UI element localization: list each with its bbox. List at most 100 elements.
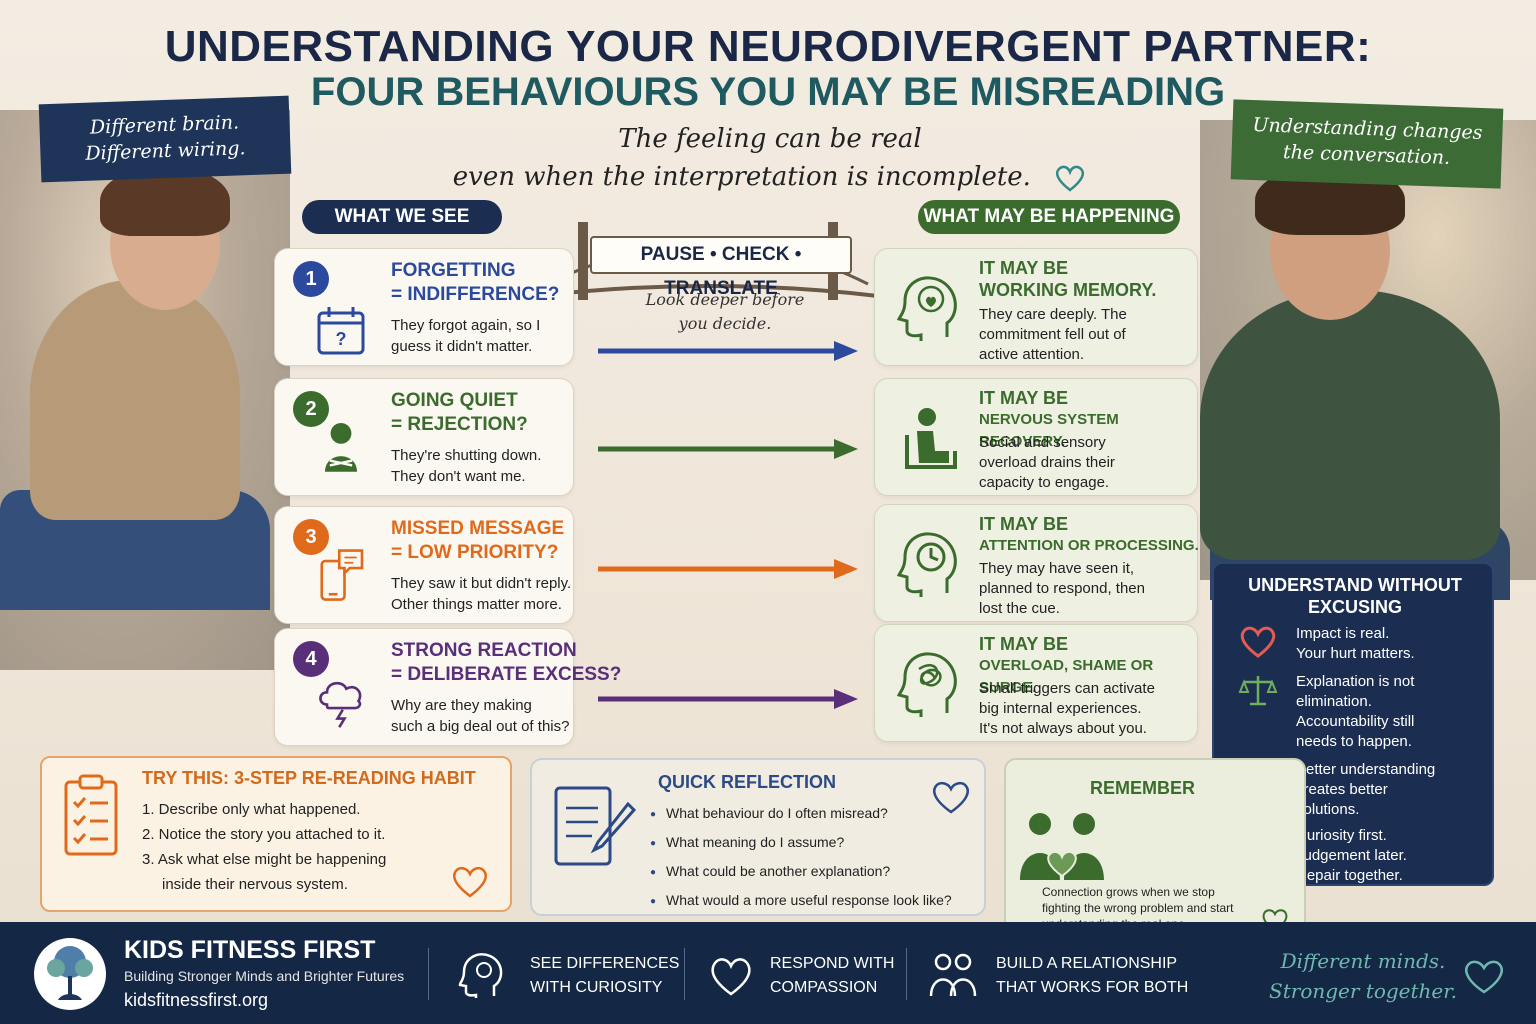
behaviour-title: MISSED MESSAGE= LOW PRIORITY? [391, 518, 565, 563]
notebook-pencil-icon [554, 786, 636, 866]
bridge-note: Look deeper before you decide. [620, 288, 830, 336]
phone-message-icon [320, 549, 364, 601]
behaviour-number: 1 [293, 261, 329, 297]
reflection-question: What could be another explanation? [650, 858, 980, 887]
people-icon [929, 953, 977, 997]
behaviour-text: They saw it but didn't reply.Other thing… [391, 575, 572, 613]
brush-banner-left: Different brain. Different wiring. [38, 95, 292, 183]
divider [906, 948, 907, 1000]
try-this-title: TRY THIS: 3-STEP RE-READING HABIT [142, 768, 476, 788]
remember-title: REMEMBER [1090, 778, 1196, 798]
arrow-2 [598, 439, 858, 459]
heart-icon [1056, 165, 1085, 192]
heart-icon [1240, 626, 1276, 658]
heart-icon [1465, 960, 1503, 994]
footer: KIDS FITNESS FIRST Building Stronger Min… [0, 922, 1536, 1024]
couple-heart-icon [1020, 813, 1104, 880]
tagline: The feeling can be real even when the in… [420, 120, 1120, 196]
head-clock-icon [897, 532, 957, 597]
tagline-line1: The feeling can be real [618, 124, 922, 154]
happening-text: They may have seen it,planned to respond… [979, 560, 1145, 617]
brand-name: KIDS FITNESS FIRST [124, 936, 376, 964]
heart-icon [453, 866, 487, 898]
quick-reflection-title: QUICK REFLECTION [658, 772, 836, 792]
divider [428, 948, 429, 1000]
heart-icon [711, 958, 751, 996]
step-3: 3. Ask what else might be happening [142, 851, 387, 868]
behaviour-card-3: 3 MISSED MESSAGE= LOW PRIORITY? They saw… [274, 506, 574, 624]
column-header-what-may-be-happening: WHAT MAY BE HAPPENING [918, 200, 1180, 234]
arrow-3 [598, 559, 858, 579]
behaviour-title: FORGETTING= INDIFFERENCE? [391, 260, 560, 305]
behaviour-card-2: 2 GOING QUIET= REJECTION? They're shutti… [274, 378, 574, 496]
person-resting-icon [905, 408, 957, 469]
tagline-line2: even when the interpretation is incomple… [420, 158, 1120, 196]
bridge-note-line2: you decide. [678, 314, 772, 333]
quick-reflection-panel: QUICK REFLECTION What behaviour do I oft… [530, 758, 986, 916]
withdrawn-person-icon [325, 423, 357, 472]
page-subtitle: FOUR BEHAVIOURS YOU MAY BE MISREADING [310, 70, 1226, 114]
footer-quote: Different minds.Stronger together. [1269, 949, 1457, 1003]
svg-text:?: ? [336, 329, 347, 349]
brain-heart-icon [897, 276, 957, 341]
step-1: 1. Describe only what happened. [142, 801, 361, 818]
scales-icon [1238, 676, 1278, 706]
behaviour-text: They're shutting down.They don't want me… [391, 447, 542, 485]
tangled-head-icon [897, 652, 957, 717]
brand-url[interactable]: kidsfitnessfirst.org [124, 990, 269, 1010]
reflection-question: What behaviour do I often misread? [650, 800, 980, 829]
behaviour-card-4: 4 STRONG REACTION= DELIBERATE EXCESS? Wh… [274, 628, 621, 746]
head-brain-icon [458, 953, 503, 998]
reflection-questions: What behaviour do I often misread? What … [650, 800, 980, 916]
calendar-icon: ? [317, 307, 365, 355]
brush-banner-right: Understanding changes the conversation. [1230, 99, 1504, 189]
behaviour-number: 2 [293, 391, 329, 427]
man-illustration-body [1200, 290, 1500, 560]
step-3-continued: inside their nervous system. [162, 876, 348, 893]
try-this-steps: 1. Describe only what happened. 2. Notic… [142, 798, 482, 898]
arrow-4 [598, 689, 858, 709]
try-this-panel: TRY THIS: 3-STEP RE-READING HABIT 1. Des… [40, 756, 512, 912]
bridge-note-line1: Look deeper before [645, 290, 805, 309]
storm-cloud-icon [319, 681, 362, 728]
arrow-1 [598, 341, 858, 361]
reflection-question: What meaning do I assume? [650, 829, 980, 858]
heart-icon [933, 781, 969, 814]
behaviour-title: GOING QUIET= REJECTION? [391, 390, 528, 435]
divider [684, 948, 685, 1000]
clipboard-checklist-icon [64, 774, 118, 856]
behaviour-number: 3 [293, 519, 329, 555]
brand-tagline: Building Stronger Minds and Brighter Fut… [124, 968, 405, 984]
behaviour-title: STRONG REACTION= DELIBERATE EXCESS? [391, 640, 622, 685]
column-header-what-we-see: WHAT WE SEE [302, 200, 502, 234]
behaviour-number: 4 [293, 641, 329, 677]
heart-icon [1262, 909, 1288, 933]
tree-logo-icon [34, 938, 106, 1010]
woman-illustration-body [30, 280, 240, 520]
behaviour-card-1: 1 ? FORGETTING= INDIFFERENCE? They forgo… [274, 248, 574, 366]
step-2: 2. Notice the story you attached to it. [142, 826, 386, 843]
reflection-question: What would a more useful response look l… [650, 887, 980, 916]
bridge-sign: PAUSE • CHECK • TRANSLATE [590, 236, 852, 299]
page-title: UNDERSTANDING YOUR NEURODIVERGENT PARTNE… [164, 22, 1372, 71]
